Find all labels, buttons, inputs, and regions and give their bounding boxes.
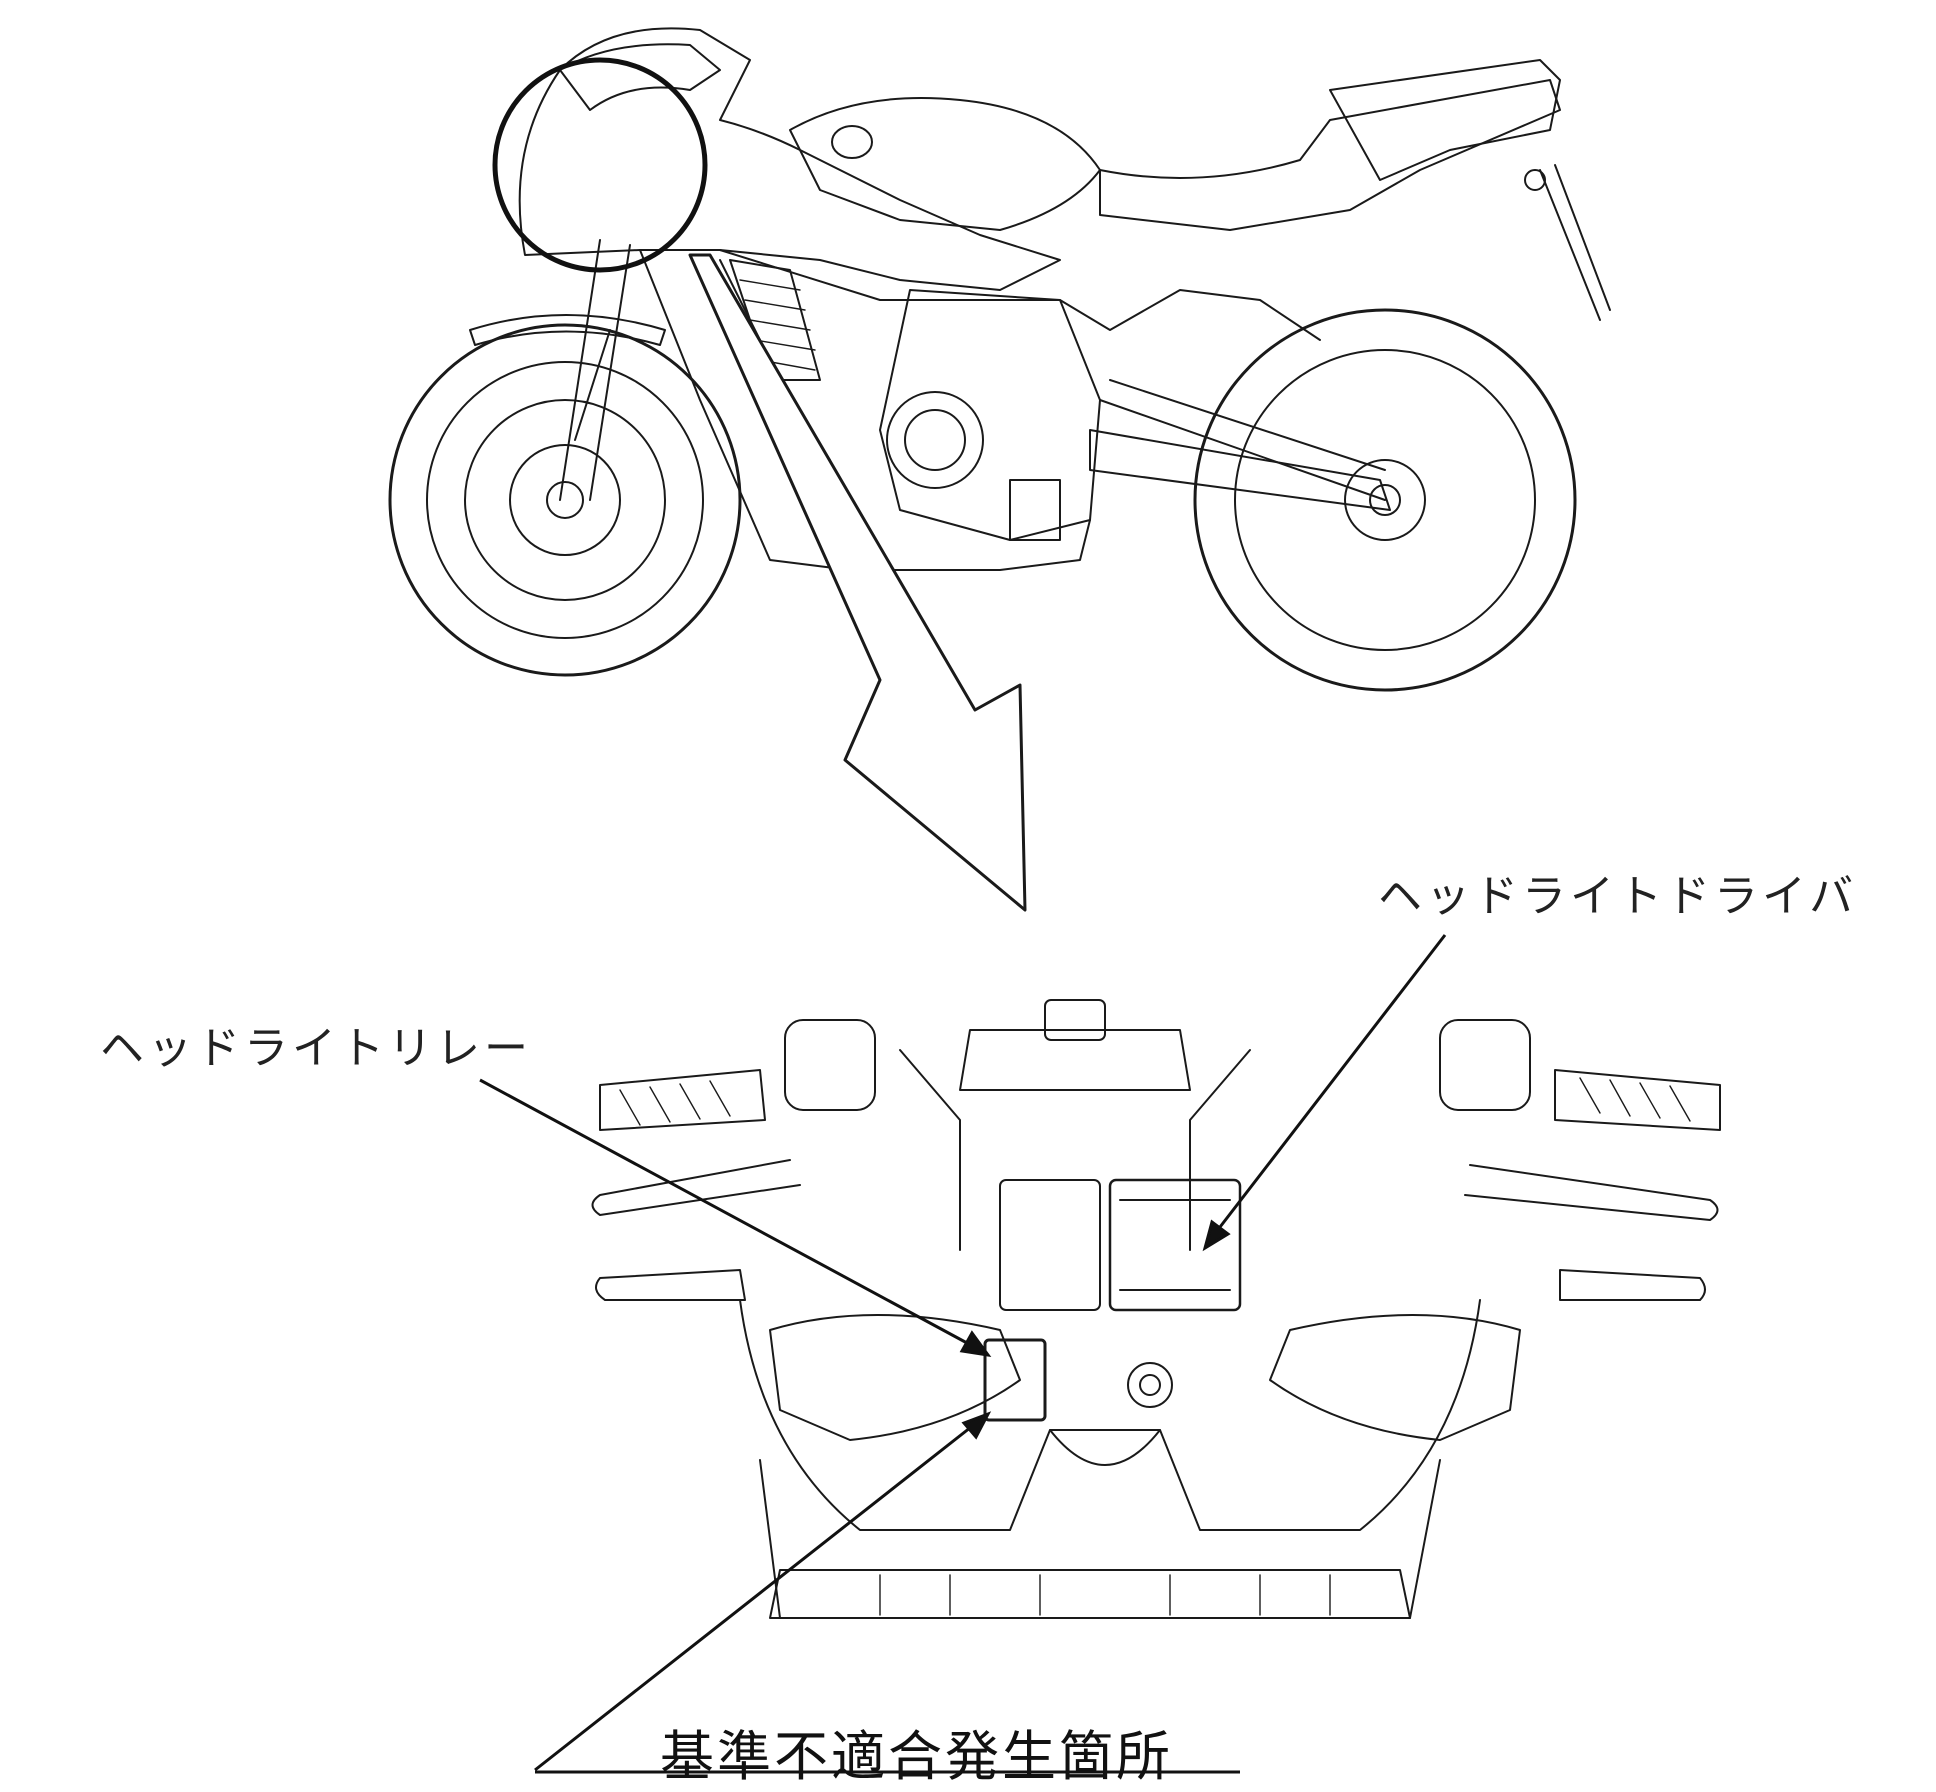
relay-arrowhead: [959, 1330, 992, 1358]
radiator: [769, 1569, 1411, 1619]
seat: [1099, 79, 1561, 231]
fuel-tank: [789, 97, 1101, 231]
driver-leader-line: [1208, 934, 1447, 1241]
front-fender: [469, 314, 666, 346]
tail-cowl: [1329, 59, 1561, 181]
right-grip: [1554, 1069, 1721, 1131]
left-lever: [591, 1159, 801, 1216]
driver-arrowhead: [1202, 1219, 1231, 1252]
headlight-driver-unit: [1108, 1178, 1242, 1312]
right-turn-signal: [1559, 1269, 1706, 1301]
nonconformity-leader-line: [534, 1418, 981, 1772]
right-headlight: [1269, 1314, 1521, 1441]
left-grip: [599, 1069, 766, 1131]
relay-leader-line: [479, 1078, 981, 1352]
detail-arrow: [688, 253, 1027, 912]
swingarm: [1089, 429, 1391, 511]
detail-highlight-circle: [492, 57, 708, 273]
left-turn-signal: [595, 1269, 746, 1301]
motorcycle-side-view: [388, 27, 1611, 692]
headlight-relay-label: ヘッドライトリレー: [100, 1023, 532, 1074]
front-detail-view: [591, 999, 1721, 1619]
right-lever: [1464, 1164, 1719, 1221]
fairing-nose: [739, 1299, 1481, 1531]
front-fork: [559, 239, 631, 501]
engine: [879, 289, 1101, 541]
left-headlight: [769, 1314, 1021, 1441]
headlight-relay-unit: [983, 1338, 1047, 1422]
headlight-driver-label: ヘッドライトドライバ: [1378, 871, 1858, 922]
leader-lines: [479, 934, 1447, 1774]
frame: [719, 249, 1386, 501]
front-wheel: [388, 323, 742, 677]
front-fairing: [518, 27, 1061, 291]
nonconformity-location-label: 基準不適合発生箇所: [660, 1725, 1173, 1788]
nonconformity-arrowhead: [961, 1411, 992, 1440]
rear-wheel: [1193, 308, 1577, 692]
